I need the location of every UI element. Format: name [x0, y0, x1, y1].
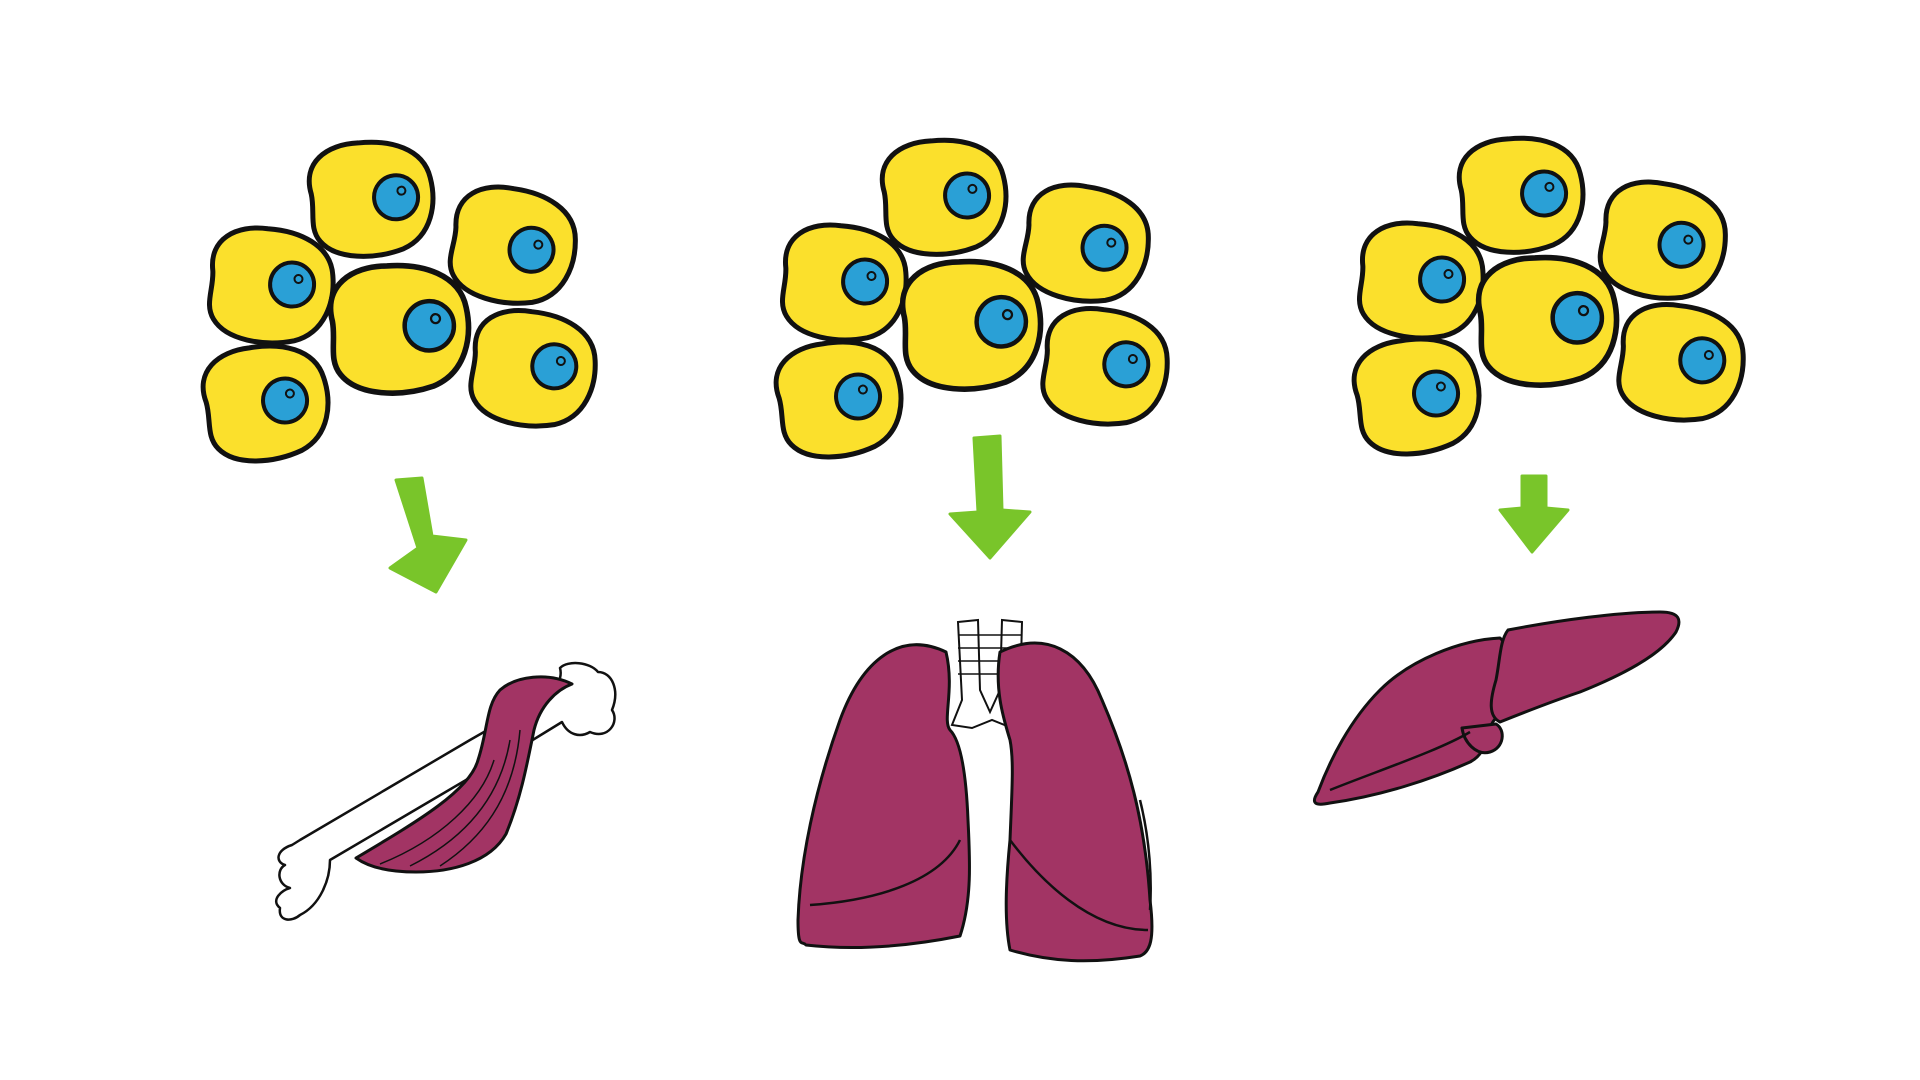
muscle-bone-icon — [274, 661, 617, 921]
gallbladder-icon — [1460, 722, 1504, 755]
stem-cell — [1018, 179, 1155, 309]
bone-icon — [274, 661, 617, 921]
stem-cell — [1476, 252, 1621, 389]
stem-cell — [1357, 220, 1487, 342]
arrow-down-icon — [1498, 474, 1570, 554]
stem-cell — [1595, 176, 1732, 306]
left-lung-icon — [796, 643, 972, 950]
stem-cell — [1615, 300, 1748, 426]
liver-right-lobe-icon — [1313, 636, 1507, 806]
stem-cell — [1455, 132, 1588, 258]
stem-cell — [305, 136, 438, 262]
stem-cell — [1039, 304, 1172, 430]
stem-cell — [328, 260, 473, 397]
stem-cell — [770, 332, 910, 466]
muscle-icon — [354, 675, 574, 874]
arrow-down-icon — [948, 434, 1032, 560]
stem-cell — [467, 306, 600, 432]
cell-cluster-lungs — [770, 134, 1172, 466]
stem-cell — [900, 256, 1045, 393]
right-lung-icon — [996, 641, 1154, 963]
stem-cell — [197, 336, 337, 470]
liver-left-lobe-icon — [1489, 610, 1681, 724]
stem-cell — [207, 225, 337, 347]
arrow-down-icon — [388, 476, 468, 594]
lungs-icon — [796, 618, 1154, 963]
stem-cell — [780, 222, 910, 344]
cell-cluster-liver — [1348, 132, 1748, 463]
cell-cluster-muscle — [197, 136, 600, 470]
stem-cell — [445, 181, 582, 311]
liver-icon — [1313, 610, 1681, 806]
stem-cell — [878, 134, 1011, 260]
stem-cell — [1348, 329, 1488, 463]
